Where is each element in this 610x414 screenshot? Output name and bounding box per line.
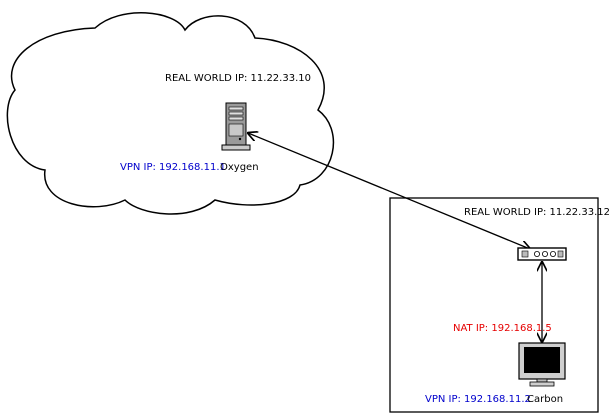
cloud-vpn-ip: VPN IP: 192.168.11.1 (120, 162, 226, 173)
monitor-icon (518, 342, 566, 387)
internet-cloud (6, 12, 335, 215)
lan-real-world-ip: REAL WORLD IP: 11.22.33.12 (464, 207, 610, 218)
lan-box (389, 197, 599, 413)
nat-ip: NAT IP: 192.168.1.5 (453, 323, 552, 334)
lan-vpn-ip: VPN IP: 192.168.11.2 (425, 394, 531, 405)
cloud-real-world-ip: REAL WORLD IP: 11.22.33.10 (165, 73, 311, 84)
vpn-tunnel-line (248, 133, 530, 249)
workstation-label: Carbon (527, 394, 564, 405)
server-label: Oxygen (220, 162, 259, 173)
router-icon (517, 247, 567, 261)
server-tower-icon (221, 102, 251, 151)
